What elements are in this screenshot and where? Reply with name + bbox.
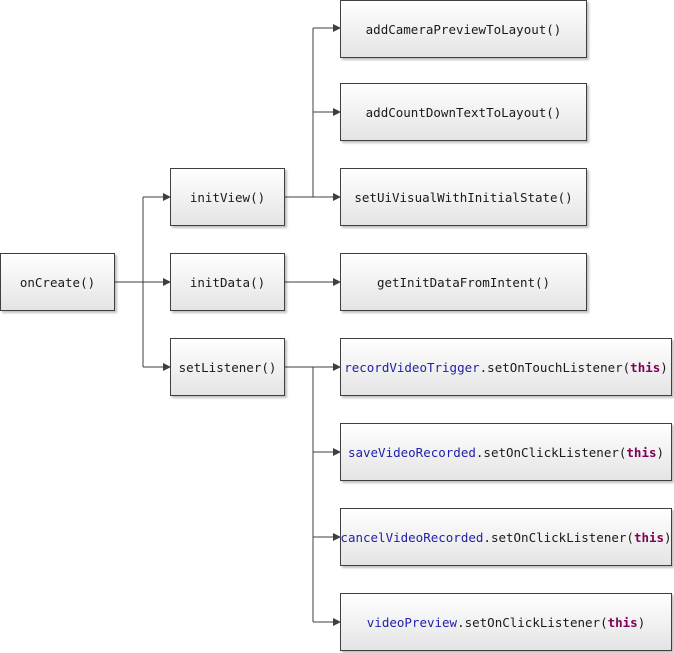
node-oncreate: onCreate() bbox=[0, 253, 115, 311]
node-initview: initView() bbox=[170, 168, 285, 226]
listener-method: .setOnClickListener( bbox=[457, 614, 608, 630]
listener-close: ) bbox=[637, 614, 646, 630]
listener-method: .setOnClickListener( bbox=[483, 529, 634, 545]
listener-field: recordVideoTrigger bbox=[344, 359, 480, 375]
listener-arg-keyword: this bbox=[607, 614, 638, 630]
node-listener-save: saveVideoRecorded.setOnClickListener(thi… bbox=[340, 423, 672, 481]
node-listener-record: recordVideoTrigger.setOnTouchListener(th… bbox=[340, 338, 672, 396]
node-addcountdowntext-label: addCountDownTextToLayout() bbox=[365, 104, 562, 120]
listener-field: cancelVideoRecorded bbox=[340, 529, 484, 545]
node-setuivisual-label: setUiVisualWithInitialState() bbox=[354, 189, 573, 205]
listener-field: saveVideoRecorded bbox=[347, 444, 476, 460]
listener-close: ) bbox=[660, 359, 668, 375]
listener-close: ) bbox=[664, 529, 672, 545]
node-getinitdata: getInitDataFromIntent() bbox=[340, 253, 587, 311]
listener-arg-keyword: this bbox=[630, 359, 661, 375]
node-addcamerapreview: addCameraPreviewToLayout() bbox=[340, 0, 587, 58]
listener-arg-keyword: this bbox=[626, 444, 657, 460]
node-listener-save-label: saveVideoRecorded.setOnClickListener(thi… bbox=[348, 445, 664, 460]
listener-close: ) bbox=[656, 444, 665, 460]
node-setlistener: setListener() bbox=[170, 338, 285, 396]
node-getinitdata-label: getInitDataFromIntent() bbox=[376, 274, 551, 290]
node-listener-cancel: cancelVideoRecorded.setOnClickListener(t… bbox=[340, 508, 672, 566]
listener-method: .setOnTouchListener( bbox=[479, 359, 631, 375]
node-addcountdowntext: addCountDownTextToLayout() bbox=[340, 83, 587, 141]
node-listener-cancel-label: cancelVideoRecorded.setOnClickListener(t… bbox=[340, 530, 671, 545]
listener-method: .setOnClickListener( bbox=[475, 444, 627, 460]
node-initview-label: initView() bbox=[189, 189, 266, 205]
node-oncreate-label: onCreate() bbox=[19, 274, 96, 290]
node-addcamerapreview-label: addCameraPreviewToLayout() bbox=[365, 21, 562, 37]
node-setlistener-label: setListener() bbox=[178, 359, 277, 375]
node-initdata: initData() bbox=[170, 253, 285, 311]
listener-arg-keyword: this bbox=[633, 529, 665, 545]
node-initdata-label: initData() bbox=[189, 274, 266, 290]
node-listener-videopreview: videoPreview.setOnClickListener(this) bbox=[340, 593, 672, 651]
node-setuivisual: setUiVisualWithInitialState() bbox=[340, 168, 587, 226]
node-listener-videopreview-label: videoPreview.setOnClickListener(this) bbox=[367, 615, 645, 630]
node-listener-record-label: recordVideoTrigger.setOnTouchListener(th… bbox=[344, 360, 668, 375]
listener-field: videoPreview bbox=[366, 614, 458, 630]
